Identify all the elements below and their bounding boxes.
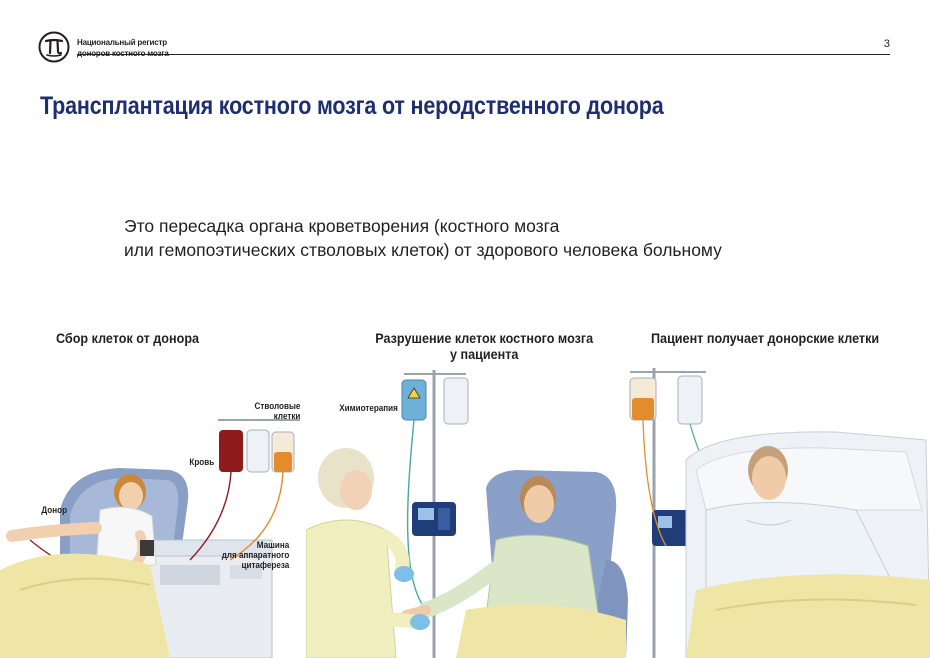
label-machine-line2: для аппаратного: [221, 550, 290, 560]
registry-name-line1: Национальный регистр: [77, 38, 167, 47]
registry-logo-icon: [38, 31, 70, 63]
label-blood: Кровь: [189, 457, 215, 467]
page-number: 3: [883, 38, 890, 50]
chemotherapy-illustration: [306, 370, 628, 658]
header-divider: [77, 54, 890, 55]
label-chemotherapy: Химиотерапия: [339, 403, 398, 413]
label-donor: Донор: [41, 505, 68, 515]
label-machine-line1: Машина: [256, 540, 290, 550]
panel-title-patient-receives: Пациент получает донорские клетки: [651, 330, 880, 346]
panel-title-marrow-destruction: Разрушение клеток костного мозга у пацие…: [360, 330, 608, 362]
label-stem-line1: Стволовые: [254, 401, 301, 411]
label-stem-line2: клетки: [273, 411, 301, 421]
registry-name-line2: доноров костного мозга: [77, 48, 169, 59]
panel-title-donor-collection: Сбор клеток от донора: [56, 330, 200, 346]
lead-line-1: Это пересадка органа кроветворения (кост…: [124, 216, 560, 236]
label-apheresis-machine: Машина для аппаратного цитафереза: [222, 540, 290, 570]
transplant-illustration: [629, 368, 930, 658]
lead-paragraph: Это пересадка органа кроветворения (кост…: [124, 214, 722, 262]
panel-title-2-line2: у пациента: [449, 346, 519, 362]
panel-title-2-line1: Разрушение клеток костного мозга: [375, 330, 594, 346]
donor-apheresis-illustration: [0, 419, 300, 658]
label-stem-cells: Стволовые клетки: [255, 401, 301, 421]
label-machine-line3: цитафереза: [241, 560, 290, 570]
registry-name: Национальный регистр доноров костного мо…: [77, 37, 169, 59]
lead-line-2: или гемопоэтических стволовых клеток) от…: [124, 240, 722, 260]
page-title: Трансплантация костного мозга от неродст…: [40, 92, 664, 120]
